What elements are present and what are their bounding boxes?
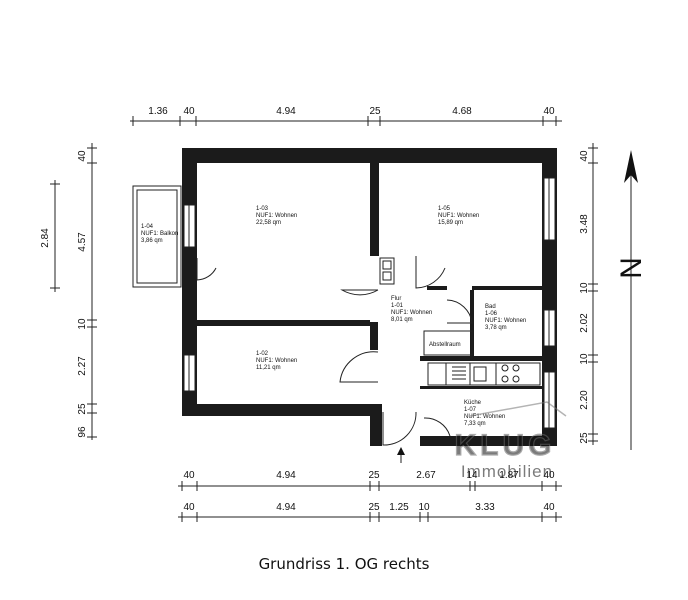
dim-bottom2-4: 10: [418, 502, 430, 513]
door-swings: [196, 256, 473, 446]
dim-top-2: 4.94: [276, 106, 296, 117]
svg-text:8,01 qm: 8,01 qm: [391, 317, 413, 323]
dim-top-0: 1.36: [148, 106, 168, 117]
svg-text:1-07: 1-07: [464, 407, 477, 413]
svg-text:Küche: Küche: [464, 400, 482, 406]
dim-top-5: 40: [543, 106, 555, 117]
dim-left-outer-0: 2.84: [40, 228, 51, 248]
north-label: N: [615, 257, 648, 279]
svg-text:NUF1: Wohnen: NUF1: Wohnen: [438, 213, 479, 219]
svg-text:1-03: 1-03: [256, 206, 269, 212]
room-label-wohnen-1-05: 1-05 NUF1: Wohnen 15,89 qm: [438, 206, 479, 226]
dim-bottom2-5: 3.33: [475, 502, 495, 513]
top-dimension-line: 1.36 40 4.94 25 4.68 40: [130, 106, 562, 126]
dim-bottom1-0: 40: [183, 470, 195, 481]
svg-text:1-06: 1-06: [485, 311, 498, 317]
dim-right-3: 2.02: [579, 313, 590, 333]
dim-bottom1-3: 2.67: [416, 470, 436, 481]
dim-bottom1-2: 25: [368, 470, 380, 481]
dim-right-1: 3.48: [579, 214, 590, 234]
dim-right-0: 40: [579, 150, 590, 162]
room-label-wohnen-1-02: 1-02 NUF1: Wohnen 11,21 qm: [256, 351, 297, 371]
dim-left-2: 10: [77, 318, 88, 330]
svg-text:Flur: Flur: [391, 296, 401, 302]
svg-text:7,33 qm: 7,33 qm: [464, 421, 486, 427]
dim-left-1: 4.57: [77, 232, 88, 252]
dim-top-1: 40: [183, 106, 195, 117]
dim-bottom1-5: 1.87: [499, 470, 519, 481]
dim-bottom2-3: 1.25: [389, 502, 409, 513]
dim-left-4: 25: [77, 403, 88, 415]
svg-text:22,58 qm: 22,58 qm: [256, 220, 281, 226]
dim-right-2: 10: [579, 282, 590, 294]
svg-text:NUF1: Balkon: NUF1: Balkon: [141, 231, 178, 237]
bottom-dimension-line-1: 40 4.94 25 2.67 14 1.87 40: [178, 470, 562, 491]
dim-top-4: 4.68: [452, 106, 472, 117]
svg-text:3,86 qm: 3,86 qm: [141, 238, 163, 244]
svg-text:3,78 qm: 3,78 qm: [485, 325, 507, 331]
svg-text:Immobilien: Immobilien: [461, 462, 553, 481]
svg-text:1-05: 1-05: [438, 206, 451, 212]
svg-text:15,89 qm: 15,89 qm: [438, 220, 463, 226]
dim-right-5: 2.20: [579, 390, 590, 410]
balcony: [132, 185, 182, 288]
svg-text:1-04: 1-04: [141, 224, 154, 230]
dim-bottom2-6: 40: [543, 502, 555, 513]
storage-label: Abstellraum: [429, 342, 461, 348]
dim-left-5: 96: [77, 426, 88, 438]
left-dimension-lines: 2.84 40 4.57 10 2.27 25 96: [40, 143, 97, 440]
room-label-flur: Flur 1-01 NUF1: Wohnen 8,01 qm: [391, 296, 432, 323]
watermark-logo: KLUG Immobilien: [454, 401, 567, 481]
room-label-balkon: 1-04 NUF1: Balkon 3,86 qm: [141, 224, 178, 244]
svg-text:NUF1: Wohnen: NUF1: Wohnen: [391, 310, 432, 316]
plan-caption: Grundriss 1. OG rechts: [258, 555, 430, 573]
svg-text:NUF1: Wohnen: NUF1: Wohnen: [256, 358, 297, 364]
entrance-arrow-icon: [397, 447, 405, 463]
room-label-bad: Bad 1-06 NUF1: Wohnen 3,78 qm: [485, 304, 526, 331]
svg-text:11,21 qm: 11,21 qm: [256, 365, 281, 371]
dim-bottom1-1: 4.94: [276, 470, 296, 481]
svg-text:NUF1: Wohnen: NUF1: Wohnen: [256, 213, 297, 219]
dim-left-3: 2.27: [77, 356, 88, 376]
dim-bottom2-0: 40: [183, 502, 195, 513]
svg-text:NUF1: Wohnen: NUF1: Wohnen: [464, 414, 505, 420]
dim-bottom1-4: 14: [466, 470, 478, 481]
room-label-wohnen-1-03: 1-03 NUF1: Wohnen 22,58 qm: [256, 206, 297, 226]
right-dimension-line: 40 3.48 10 2.02 10 2.20 25: [579, 143, 598, 445]
dim-left-0: 40: [77, 150, 88, 162]
dim-bottom2-1: 4.94: [276, 502, 296, 513]
svg-text:KLUG: KLUG: [455, 429, 556, 462]
svg-text:1-02: 1-02: [256, 351, 269, 357]
bottom-dimension-line-2: 40 4.94 25 1.25 10 3.33 40: [178, 502, 562, 522]
dim-bottom1-6: 40: [543, 470, 555, 481]
windows: [183, 177, 556, 429]
svg-text:1-01: 1-01: [391, 303, 404, 309]
svg-text:NUF1: Wohnen: NUF1: Wohnen: [485, 318, 526, 324]
room-label-kueche: Küche 1-07 NUF1: Wohnen 7,33 qm: [464, 400, 505, 427]
svg-text:Bad: Bad: [485, 304, 496, 310]
dim-bottom2-2: 25: [368, 502, 380, 513]
north-arrow: N: [615, 150, 648, 450]
dim-right-6: 25: [579, 432, 590, 444]
dim-right-4: 10: [579, 353, 590, 365]
walls: [182, 148, 557, 446]
dim-top-3: 25: [369, 106, 381, 117]
fixtures: [379, 257, 541, 386]
